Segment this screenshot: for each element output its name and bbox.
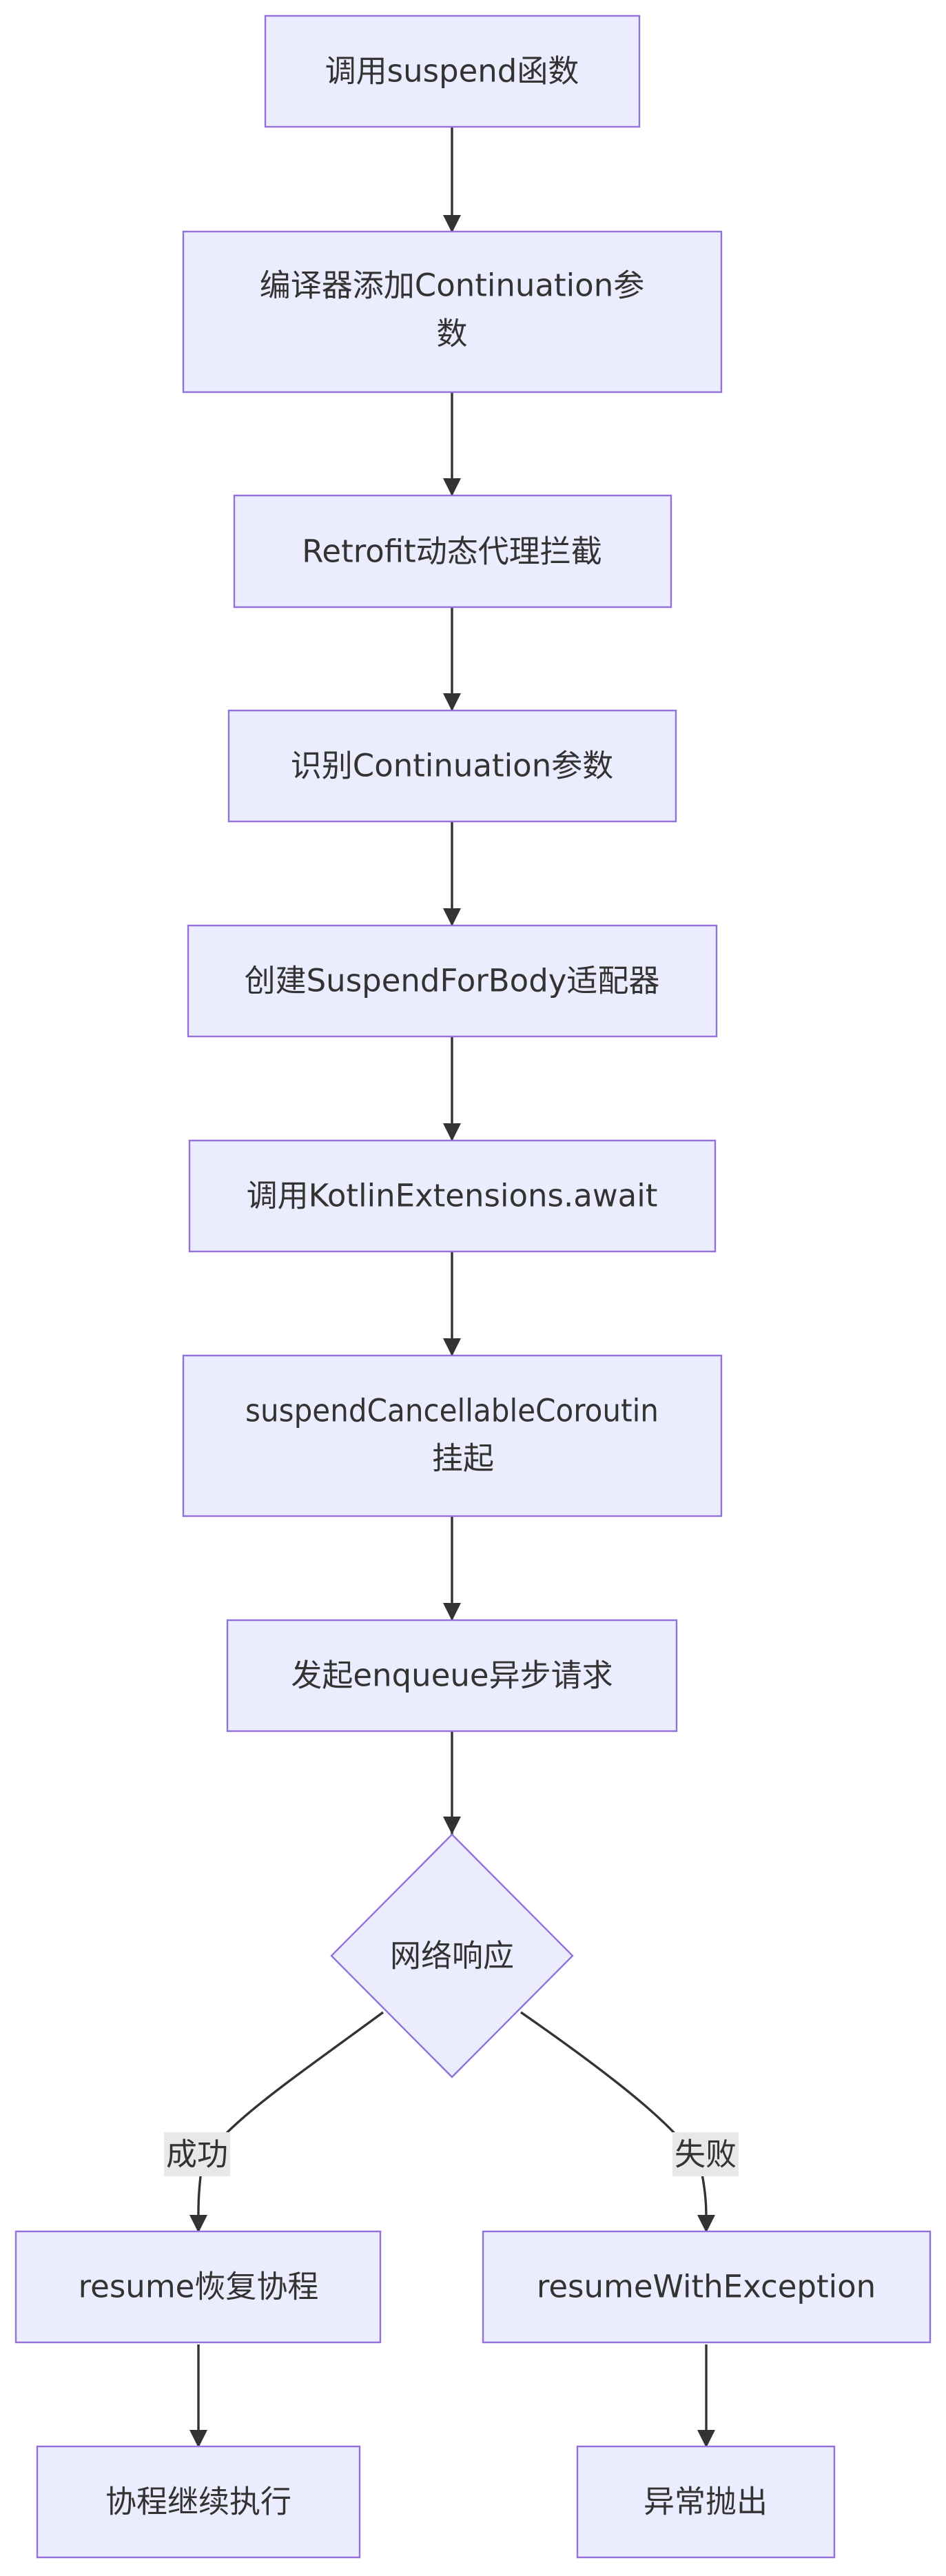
node-enqueue-async-request-label: 发起enqueue异步请求 <box>291 1657 613 1694</box>
node-create-suspendforbody-adapter-label: 创建SuspendForBody适配器 <box>245 963 660 999</box>
node-suspend-cancellable-coroutine-label-2: 挂起 <box>432 1440 494 1477</box>
edges <box>189 127 716 2448</box>
edge-label-success-text: 成功 <box>166 2136 228 2173</box>
edge-decision-success <box>189 2011 384 2233</box>
decision-network-response[interactable]: 网络响应 <box>330 1833 574 2078</box>
node-compiler-adds-continuation-label-2: 数 <box>436 316 467 352</box>
node-coroutine-continues[interactable]: 协程继续执行 <box>36 2445 361 2559</box>
node-retrofit-proxy-intercept-label: Retrofit动态代理拦截 <box>302 533 602 570</box>
decision-network-response-label: 网络响应 <box>390 1938 514 1974</box>
node-exception-thrown-label: 异常抛出 <box>644 2484 768 2520</box>
node-suspend-cancellable-coroutine[interactable]: suspendCancellableCoroutin 挂起 <box>182 1354 723 1517</box>
node-identify-continuation-label: 识别Continuation参数 <box>291 748 613 784</box>
node-identify-continuation[interactable]: 识别Continuation参数 <box>227 709 677 823</box>
node-enqueue-async-request[interactable]: 发起enqueue异步请求 <box>226 1619 678 1732</box>
edge-label-fail-text: 失败 <box>675 2136 737 2173</box>
node-retrofit-proxy-intercept[interactable]: Retrofit动态代理拦截 <box>233 494 672 609</box>
node-resume-coroutine-label: resume恢复协程 <box>79 2269 319 2305</box>
node-call-suspend-function-label: 调用suspend函数 <box>325 53 579 90</box>
node-create-suspendforbody-adapter[interactable]: 创建SuspendForBody适配器 <box>187 924 718 1038</box>
node-resume-coroutine[interactable]: resume恢复协程 <box>14 2230 382 2344</box>
node-call-suspend-function[interactable]: 调用suspend函数 <box>264 14 641 128</box>
node-call-kotlinextensions-await-label: 调用KotlinExtensions.await <box>247 1178 658 1214</box>
edge-label-fail: 失败 <box>672 2132 739 2176</box>
node-coroutine-continues-label: 协程继续执行 <box>105 2484 291 2520</box>
node-call-kotlinextensions-await[interactable]: 调用KotlinExtensions.await <box>188 1139 717 1253</box>
edge-label-success: 成功 <box>164 2132 230 2176</box>
node-compiler-adds-continuation[interactable]: 编译器添加Continuation参 数 <box>182 230 723 393</box>
node-suspend-cancellable-coroutine-label-1: suspendCancellableCoroutin <box>245 1393 659 1429</box>
edge-decision-fail <box>520 2011 716 2233</box>
node-compiler-adds-continuation-label-1: 编译器添加Continuation参 <box>260 267 644 304</box>
node-exception-thrown[interactable]: 异常抛出 <box>576 2445 836 2559</box>
node-resume-with-exception[interactable]: resumeWithException <box>482 2230 932 2344</box>
node-resume-with-exception-label: resumeWithException <box>537 2269 876 2305</box>
